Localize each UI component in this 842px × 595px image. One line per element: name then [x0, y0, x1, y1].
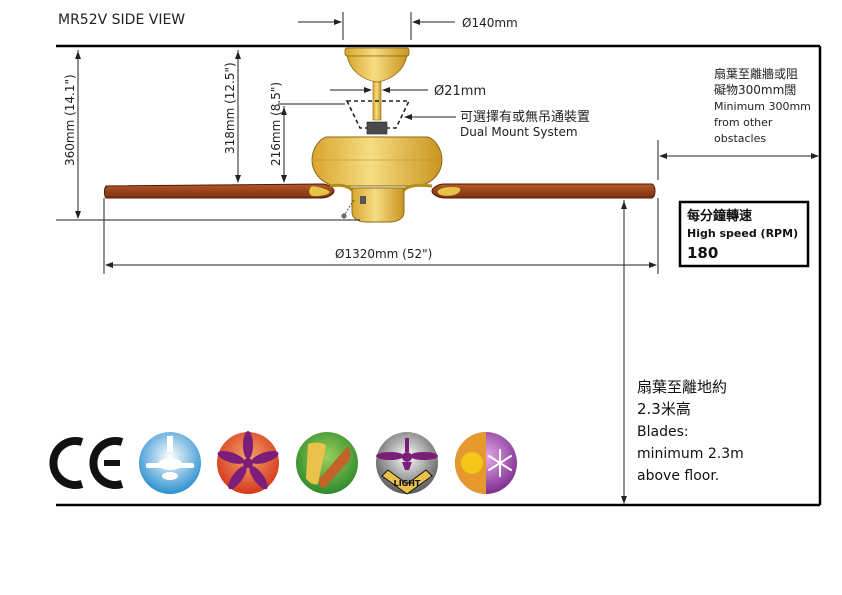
fan-canopy	[344, 47, 410, 83]
height-dimensions	[75, 50, 345, 219]
dual-mount-outline	[345, 100, 411, 129]
height-mid-label: 318mm (12.5")	[223, 62, 237, 154]
dual-mount-en: Dual Mount System	[460, 125, 578, 139]
room-frame	[56, 44, 822, 507]
floor-clearance-zh-2: 2.3米高	[637, 400, 691, 418]
summer-winter-icon	[455, 432, 517, 494]
dual-mount-fan-icon	[139, 432, 201, 494]
speed-box	[678, 200, 810, 268]
fan-coupler	[366, 121, 388, 135]
height-short-label: 216mm (8.5")	[269, 82, 283, 166]
wall-clearance-zh-1: 扇葉至離牆或阻	[714, 66, 798, 81]
speed-box-value: 180	[687, 244, 718, 262]
wall-clearance-en-3: obstacles	[714, 132, 766, 145]
light-kit-icon: LIGHT	[376, 432, 438, 495]
canopy-diameter-label: Ø140mm	[462, 16, 518, 30]
floor-clearance-en-1: Blades:	[637, 424, 689, 440]
dual-mount-zh: 可選擇有或無吊通裝置	[460, 109, 590, 125]
blade-span-label: Ø1320mm (52")	[335, 247, 432, 261]
fan-motor-housing	[311, 136, 443, 187]
wall-clearance-en-1: Minimum 300mm	[714, 100, 811, 113]
speed-box-en: High speed (RPM)	[687, 227, 798, 240]
speed-box-zh: 每分鐘轉速	[687, 208, 752, 224]
blade-span-dimension	[103, 198, 659, 274]
fan-blade-right	[431, 183, 656, 199]
fan-switch-housing	[329, 183, 433, 223]
floor-clearance-en-3: above floor.	[637, 468, 719, 484]
reversible-blade-icon	[296, 432, 358, 494]
wall-clearance-dimension	[657, 140, 819, 180]
ce-mark-icon: CE	[0, 0, 124, 489]
height-total-label: 360mm (14.1")	[63, 74, 77, 166]
downrod-diameter-label: Ø21mm	[434, 84, 486, 99]
ce-mark-text: CE	[0, 0, 2, 1]
wall-clearance-zh-2: 礙物300mm闊	[714, 83, 796, 97]
pull-chain	[341, 199, 355, 219]
five-blade-fan-icon	[217, 431, 279, 494]
floor-clearance-en-2: minimum 2.3m	[637, 446, 744, 462]
fan-blade-left	[104, 183, 335, 199]
wall-clearance-en-2: from other	[714, 116, 773, 129]
floor-clearance-zh-1: 扇葉至離地約	[637, 378, 727, 396]
light-kit-label: LIGHT	[394, 479, 421, 488]
canopy-dimension	[298, 12, 455, 40]
page-title: MR52V SIDE VIEW	[58, 12, 185, 28]
